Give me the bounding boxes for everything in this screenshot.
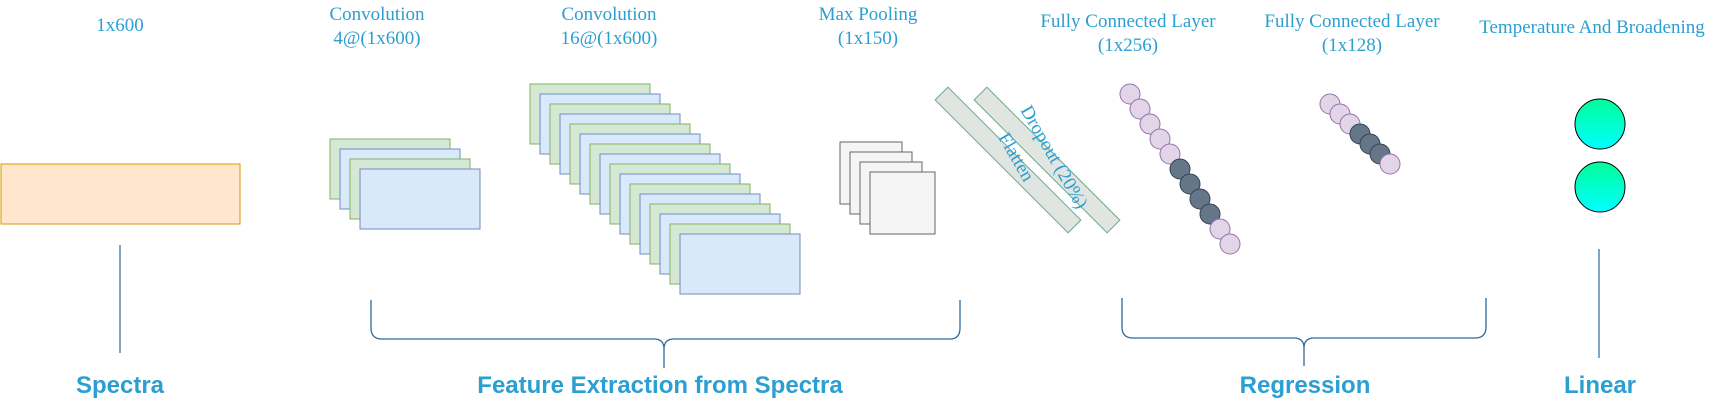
- regression-brace: [1121, 298, 1487, 366]
- conv1-shape-label: 4@(1x600): [333, 28, 420, 49]
- output-neurons: [1574, 98, 1626, 213]
- conv1-title-label: Convolution: [329, 4, 425, 25]
- fc2-neurons: [1319, 93, 1401, 175]
- conv1-feature-maps: [329, 138, 481, 230]
- flatten-bar: [934, 86, 1082, 234]
- fc1-neuron: [1209, 218, 1231, 240]
- fc1-shape-label: (1x256): [1098, 35, 1158, 56]
- dropout-bar: [973, 86, 1121, 234]
- section-regression-label: Regression: [1240, 372, 1371, 399]
- max-pooling-maps: [839, 141, 936, 235]
- conv2-feature-map: [679, 233, 801, 295]
- fc2-title-label: Fully Connected Layer: [1264, 11, 1440, 32]
- fc1-neuron: [1199, 203, 1221, 225]
- pool-shape-label: (1x150): [838, 28, 898, 49]
- fc1-neurons: [1119, 83, 1241, 255]
- pool-feature-map: [869, 171, 936, 235]
- fc1-neuron: [1129, 98, 1151, 120]
- output-neuron: [1574, 98, 1626, 150]
- fc1-neuron: [1179, 173, 1201, 195]
- fc1-neuron: [1119, 83, 1141, 105]
- input-size-label: 1x600: [96, 15, 144, 36]
- input-spectra-block: [0, 163, 241, 225]
- conv2-title-label: Convolution: [561, 4, 657, 25]
- fc1-neuron: [1189, 188, 1211, 210]
- fc1-neuron: [1169, 158, 1191, 180]
- section-spectra-label: Spectra: [76, 372, 165, 399]
- conv2-shape-label: 16@(1x600): [561, 28, 658, 49]
- output-title-label: Temperature And Broadening: [1479, 17, 1705, 38]
- pool-title-label: Max Pooling: [819, 4, 918, 25]
- fc1-neuron: [1219, 233, 1241, 255]
- fc1-neuron: [1159, 143, 1181, 165]
- fc2-shape-label: (1x128): [1322, 35, 1382, 56]
- conv1-feature-map: [359, 168, 481, 230]
- fc1-title-label: Fully Connected Layer: [1040, 11, 1216, 32]
- fc1-neuron: [1149, 128, 1171, 150]
- fc2-neuron: [1379, 153, 1401, 175]
- output-neuron: [1574, 161, 1626, 213]
- fc1-neuron: [1139, 113, 1161, 135]
- section-feature-extraction-label: Feature Extraction from Spectra: [477, 372, 843, 399]
- feature-extraction-brace: [370, 300, 961, 368]
- section-linear-label: Linear: [1564, 372, 1636, 399]
- conv2-feature-maps: [529, 83, 801, 295]
